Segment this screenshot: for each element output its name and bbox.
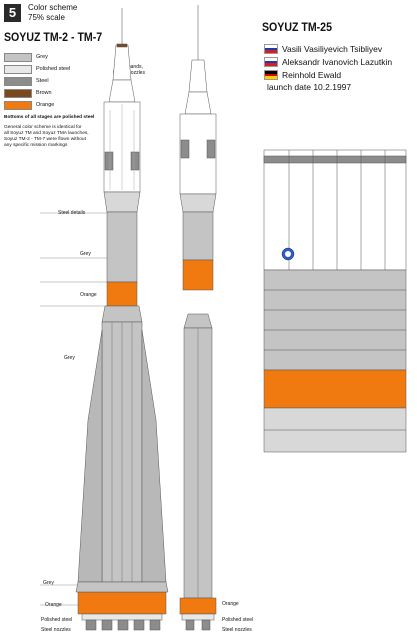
legend-label: Polished steel — [36, 66, 71, 72]
fairing-unrolled-view — [263, 149, 407, 453]
callout-orange-right: Orange — [222, 601, 239, 607]
russia-flag-icon — [264, 44, 278, 54]
legend-swatch — [4, 64, 32, 74]
note-line: General color scheme is identical for — [4, 125, 82, 130]
legend-swatch — [4, 88, 32, 98]
callout-grey-2: Grey — [64, 355, 75, 361]
figure-number-badge: 5 — [4, 4, 21, 22]
note-general: General color scheme is identical for al… — [4, 125, 89, 149]
header-line1: Color scheme — [28, 3, 78, 12]
color-legend: Grey Polished steel Steel Brown Orange — [4, 52, 108, 112]
callout-grey-bottom: Grey — [43, 580, 54, 586]
legend-label: Steel — [36, 78, 49, 84]
crew-name: Aleksandr Ivanovich Lazutkin — [282, 57, 393, 67]
callout-grey: Grey — [80, 251, 91, 257]
soyuz-full-rocket-left — [75, 8, 169, 631]
note-line: Soyuz TM-2 - TM-7 were flown without — [4, 137, 86, 142]
legend-swatch — [4, 52, 32, 62]
header-line2: 75% scale — [28, 13, 65, 22]
legend-item: Grey — [4, 52, 108, 62]
legend-label: Grey — [36, 54, 48, 60]
legend-item: Polished steel — [4, 64, 108, 74]
soyuz-upper-stage-middle — [179, 5, 217, 291]
russia-flag-icon — [264, 57, 278, 67]
legend-swatch — [4, 76, 32, 86]
soyuz-core-stage-middle — [179, 313, 217, 631]
note-line: any specific mission markings — [4, 143, 68, 148]
callout-steel-nozzles-right: Steel nozzles — [222, 627, 252, 633]
legend-item: Steel — [4, 76, 108, 86]
mission-patch-icon — [281, 247, 295, 261]
crew-name: Vasili Vasiliyevich Tsibliyev — [282, 44, 383, 54]
launch-date: launch date 10.2.1997 — [267, 82, 352, 92]
legend-item: Orange — [4, 100, 108, 110]
crew-member: Vasili Vasiliyevich Tsibliyev — [264, 44, 382, 54]
note-line: all Soyuz TM and Soyuz TMA launches, — [4, 131, 89, 136]
title-left: SOYUZ TM-2 - TM-7 — [4, 32, 103, 44]
germany-flag-icon — [264, 70, 278, 80]
legend-label: Orange — [36, 102, 55, 108]
legend-swatch — [4, 100, 32, 110]
callout-orange: Orange — [80, 292, 97, 298]
crew-name: Reinhold Ewald — [282, 70, 342, 80]
callout-polished-steel-right: Polished steel — [222, 617, 254, 623]
legend-item: Brown — [4, 88, 108, 98]
legend-label: Brown — [36, 90, 52, 96]
callout-steel-nozzles: Steel nozzles — [41, 627, 71, 633]
mission-title: SOYUZ TM-25 — [262, 22, 332, 34]
crew-member: Reinhold Ewald — [264, 70, 341, 80]
crew-member: Aleksandr Ivanovich Lazutkin — [264, 57, 392, 67]
callout-polished-steel: Polished steel — [41, 617, 73, 623]
note-bottoms: Bottoms of all stages are polished steel — [4, 115, 95, 120]
